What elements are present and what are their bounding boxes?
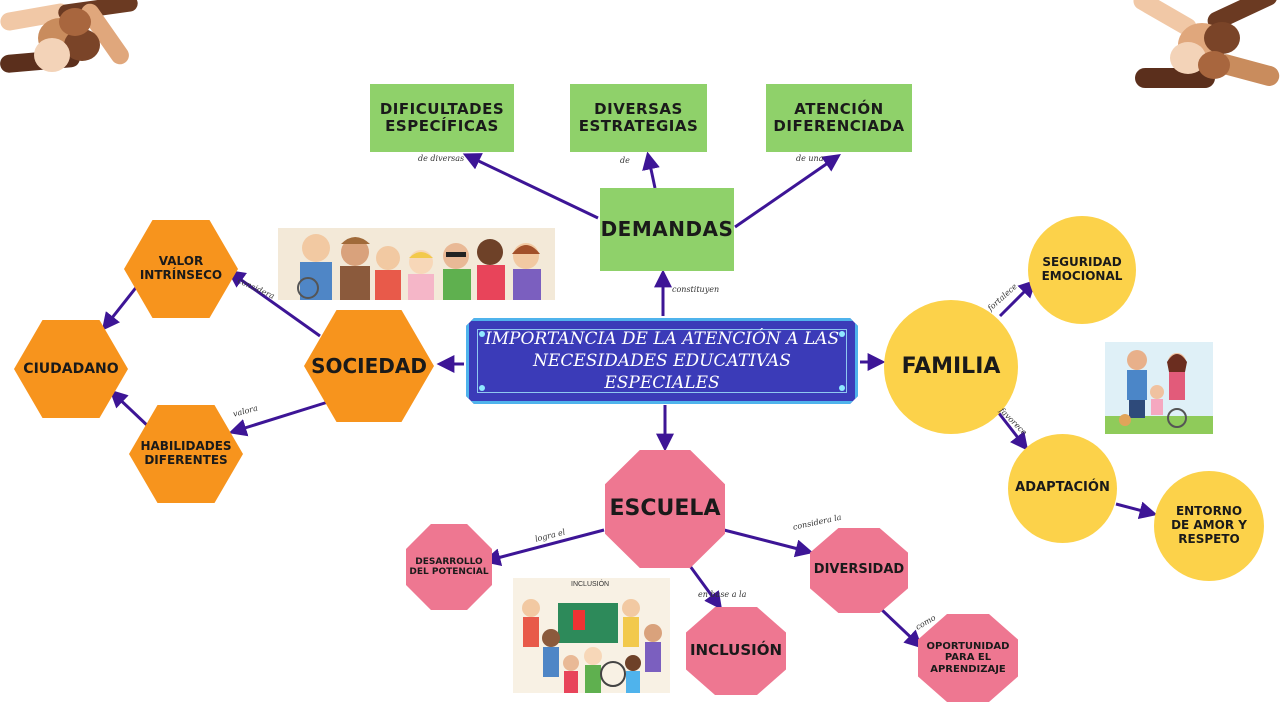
corner-dot	[839, 331, 845, 337]
node-oportunidad-aprendizaje: OPORTUNIDAD PARA EL APRENDIZAJE	[918, 614, 1018, 702]
node-seguridad-emocional: SEGURIDAD EMOCIONAL	[1028, 216, 1136, 324]
arrow-demandas-to-dificultades	[462, 153, 599, 220]
node-familia: FAMILIA	[884, 300, 1018, 434]
node-dificultades-especificas: DIFICULTADES ESPECÍFICAS	[370, 84, 514, 152]
arrow-escuela-to-inclusion	[688, 565, 723, 610]
arrow-demandas-to-estrategias	[642, 151, 660, 189]
corner-dot	[479, 385, 485, 391]
central-topic-text: IMPORTANCIA DE LA ATENCIÓN A LAS NECESID…	[477, 329, 847, 393]
joined-hands-icon	[0, 0, 138, 73]
central-topic-box: IMPORTANCIA DE LA ATENCIÓN A LAS NECESID…	[466, 318, 858, 404]
children-group-illustration	[278, 228, 555, 300]
corner-dot	[479, 331, 485, 337]
arrow-escuela-to-diversidad	[723, 528, 814, 558]
arrow-diversidad-to-oportunidad	[880, 608, 923, 649]
node-desarrollo-potencial: DESARROLLO DEL POTENCIAL	[406, 524, 492, 610]
node-diversas-estrategias: DIVERSAS ESTRATEGIAS	[570, 84, 707, 152]
family-illustration	[1105, 342, 1213, 434]
edge-label-de-una: de una	[796, 154, 824, 163]
node-demandas: DEMANDAS	[600, 188, 734, 271]
edge-label-constituyen: constituyen	[672, 285, 720, 294]
node-habilidades-diferentes: HABILIDADES DIFERENTES	[129, 405, 243, 503]
arrow-demandas-to-atencion	[734, 153, 841, 229]
edge-label-de: de	[620, 156, 630, 165]
node-atencion-diferenciada: ATENCIÓN DIFERENCIADA	[766, 84, 912, 152]
arrow-escuela-to-desarrollo	[482, 528, 605, 567]
node-ciudadano: CIUDADANO	[14, 320, 128, 418]
arrow-familia-to-adaptacion	[996, 411, 1029, 451]
inclusion-poster-title: INCLUSIÓN	[571, 581, 610, 588]
arrow-sociedad-to-habilidades	[228, 400, 329, 437]
node-diversidad: DIVERSIDAD	[810, 528, 908, 613]
edge-label-de-diversas: de diversas	[418, 154, 465, 163]
arrow-familia-to-seguridad	[998, 279, 1037, 318]
inclusion-poster-illustration: INCLUSIÓN	[513, 578, 670, 693]
edge-label-en-base-a-la: en base a la	[698, 590, 747, 599]
node-entorno-amor-respeto: ENTORNO DE AMOR Y RESPETO	[1154, 471, 1264, 581]
corner-dot	[839, 385, 845, 391]
node-escuela: ESCUELA	[605, 450, 725, 568]
joined-hands-icon-right	[1133, 0, 1280, 88]
node-adaptacion: ADAPTACIÓN	[1008, 434, 1117, 543]
arrow-adaptacion-to-entorno	[1115, 501, 1158, 520]
inclusion-poster-crowd	[522, 599, 662, 693]
arrow-sociedad-to-valor	[227, 269, 321, 338]
node-inclusion: INCLUSIÓN	[686, 607, 786, 695]
arrow-habilidades-to-ciudadano	[109, 389, 152, 430]
arrow-valor-to-ciudadano	[101, 284, 140, 331]
